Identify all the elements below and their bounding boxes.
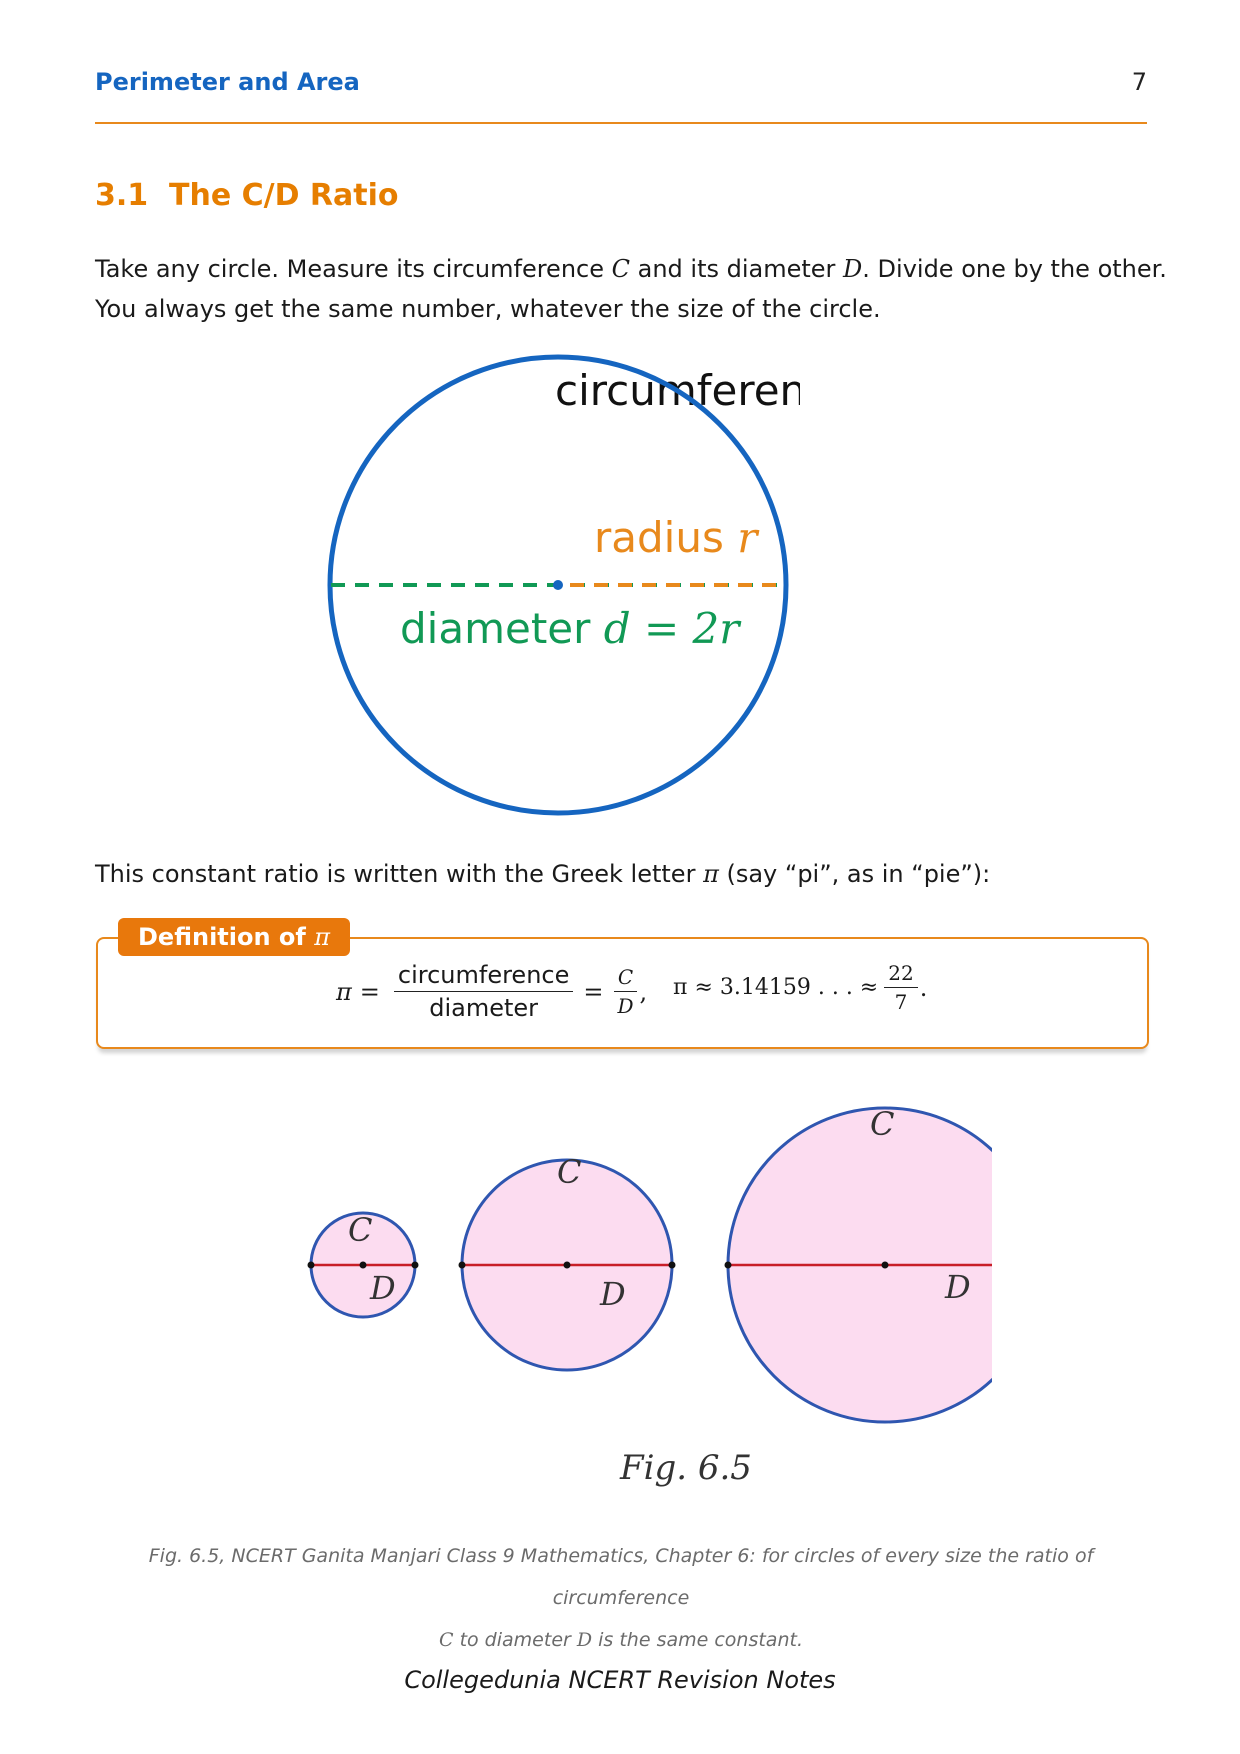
definition-tab: Definition of π bbox=[118, 918, 350, 956]
section-heading: 3.1 The C/D Ratio bbox=[95, 178, 399, 213]
pi-approximation: π ≈ 3.14159 . . . ≈ 22 7 . bbox=[673, 961, 927, 1014]
fraction-denominator: 7 bbox=[894, 990, 908, 1014]
approx-expression: π ≈ 3.14159 . . . ≈ bbox=[673, 975, 879, 1000]
caption-line-1: Fig. 6.5, NCERT Ganita Manjari Class 9 M… bbox=[148, 1545, 1094, 1609]
figure-caption: Fig. 6.5, NCERT Ganita Manjari Class 9 M… bbox=[95, 1535, 1147, 1661]
diameter-label: diameter d = 2r bbox=[400, 604, 742, 653]
caption-var-c: C bbox=[438, 1629, 454, 1651]
formula-equals: = bbox=[583, 977, 604, 1006]
small-circle-d-label: D bbox=[369, 1269, 396, 1307]
header-title: Perimeter and Area bbox=[95, 68, 360, 96]
pi-symbol: π bbox=[703, 860, 719, 888]
center-point bbox=[553, 580, 563, 590]
small-circle: C D bbox=[307, 1211, 419, 1319]
formula-comma: , bbox=[639, 977, 648, 1006]
intro-line-2: You always get the same number, whatever… bbox=[95, 295, 881, 323]
section-title: The C/D Ratio bbox=[169, 178, 399, 213]
formula-equals: = bbox=[359, 977, 380, 1006]
ratio-text: (say “pi”, as in “pie”): bbox=[718, 860, 991, 888]
fraction-denominator: diameter bbox=[429, 994, 539, 1022]
page-number: 7 bbox=[1131, 68, 1147, 96]
definition-tab-label: Definition of bbox=[138, 923, 306, 951]
intro-text: . Divide one by the other. bbox=[862, 255, 1167, 283]
circle-diagram: circumference C radius r diameter d = 2r bbox=[327, 354, 800, 816]
small-circle-c-label: C bbox=[348, 1211, 372, 1249]
definition-box: Definition of π π = circumference diamet… bbox=[96, 918, 1149, 1049]
formula-pi: π bbox=[336, 977, 352, 1006]
medium-circle: C D bbox=[458, 1153, 676, 1372]
var-d: D bbox=[843, 255, 863, 283]
intro-text: Take any circle. Measure its circumferen… bbox=[95, 255, 612, 283]
ratio-paragraph: This constant ratio is written with the … bbox=[95, 854, 990, 894]
medium-circle-d-label: D bbox=[599, 1275, 626, 1313]
large-circle-d-label: D bbox=[944, 1268, 971, 1306]
fraction-22-7: 22 7 bbox=[884, 961, 918, 1014]
fraction-circumference-diameter: circumference diameter bbox=[393, 961, 574, 1022]
pi-formula: π = circumference diameter = C D , bbox=[336, 961, 647, 1022]
intro-paragraph: Take any circle. Measure its circumferen… bbox=[95, 249, 1167, 329]
fraction-numerator: 22 bbox=[884, 961, 918, 988]
running-header: Perimeter and Area 7 bbox=[95, 68, 1147, 124]
section-number: 3.1 bbox=[95, 178, 149, 213]
definition-tab-pi: π bbox=[314, 923, 330, 951]
fraction-denominator: D bbox=[617, 994, 634, 1018]
fraction-numerator: circumference bbox=[393, 961, 574, 992]
figure-6-5: C D C D C D bbox=[307, 1105, 992, 1424]
large-circle: C D bbox=[724, 1105, 992, 1424]
caption-line-2: C to diameter D is the same constant. bbox=[95, 1619, 1147, 1661]
page-footer: Collegedunia NCERT Revision Notes bbox=[404, 1666, 836, 1694]
caption-text: is the same constant. bbox=[592, 1629, 803, 1651]
caption-var-d: D bbox=[576, 1629, 593, 1651]
figure-label: Fig. 6.5 bbox=[620, 1448, 752, 1488]
intro-text: and its diameter bbox=[630, 255, 844, 283]
main-circle bbox=[327, 354, 789, 816]
ratio-text: This constant ratio is written with the … bbox=[95, 860, 704, 888]
intro-line-1: Take any circle. Measure its circumferen… bbox=[95, 249, 1167, 289]
large-circle-c-label: C bbox=[870, 1105, 894, 1143]
medium-circle-c-label: C bbox=[557, 1153, 581, 1191]
formula-period: . bbox=[919, 973, 928, 1002]
fraction-numerator: C bbox=[613, 965, 638, 992]
caption-text: to diameter bbox=[453, 1629, 577, 1651]
radius-label: radius r bbox=[594, 513, 760, 562]
fraction-c-d: C D bbox=[613, 965, 638, 1018]
var-c: C bbox=[611, 255, 630, 283]
